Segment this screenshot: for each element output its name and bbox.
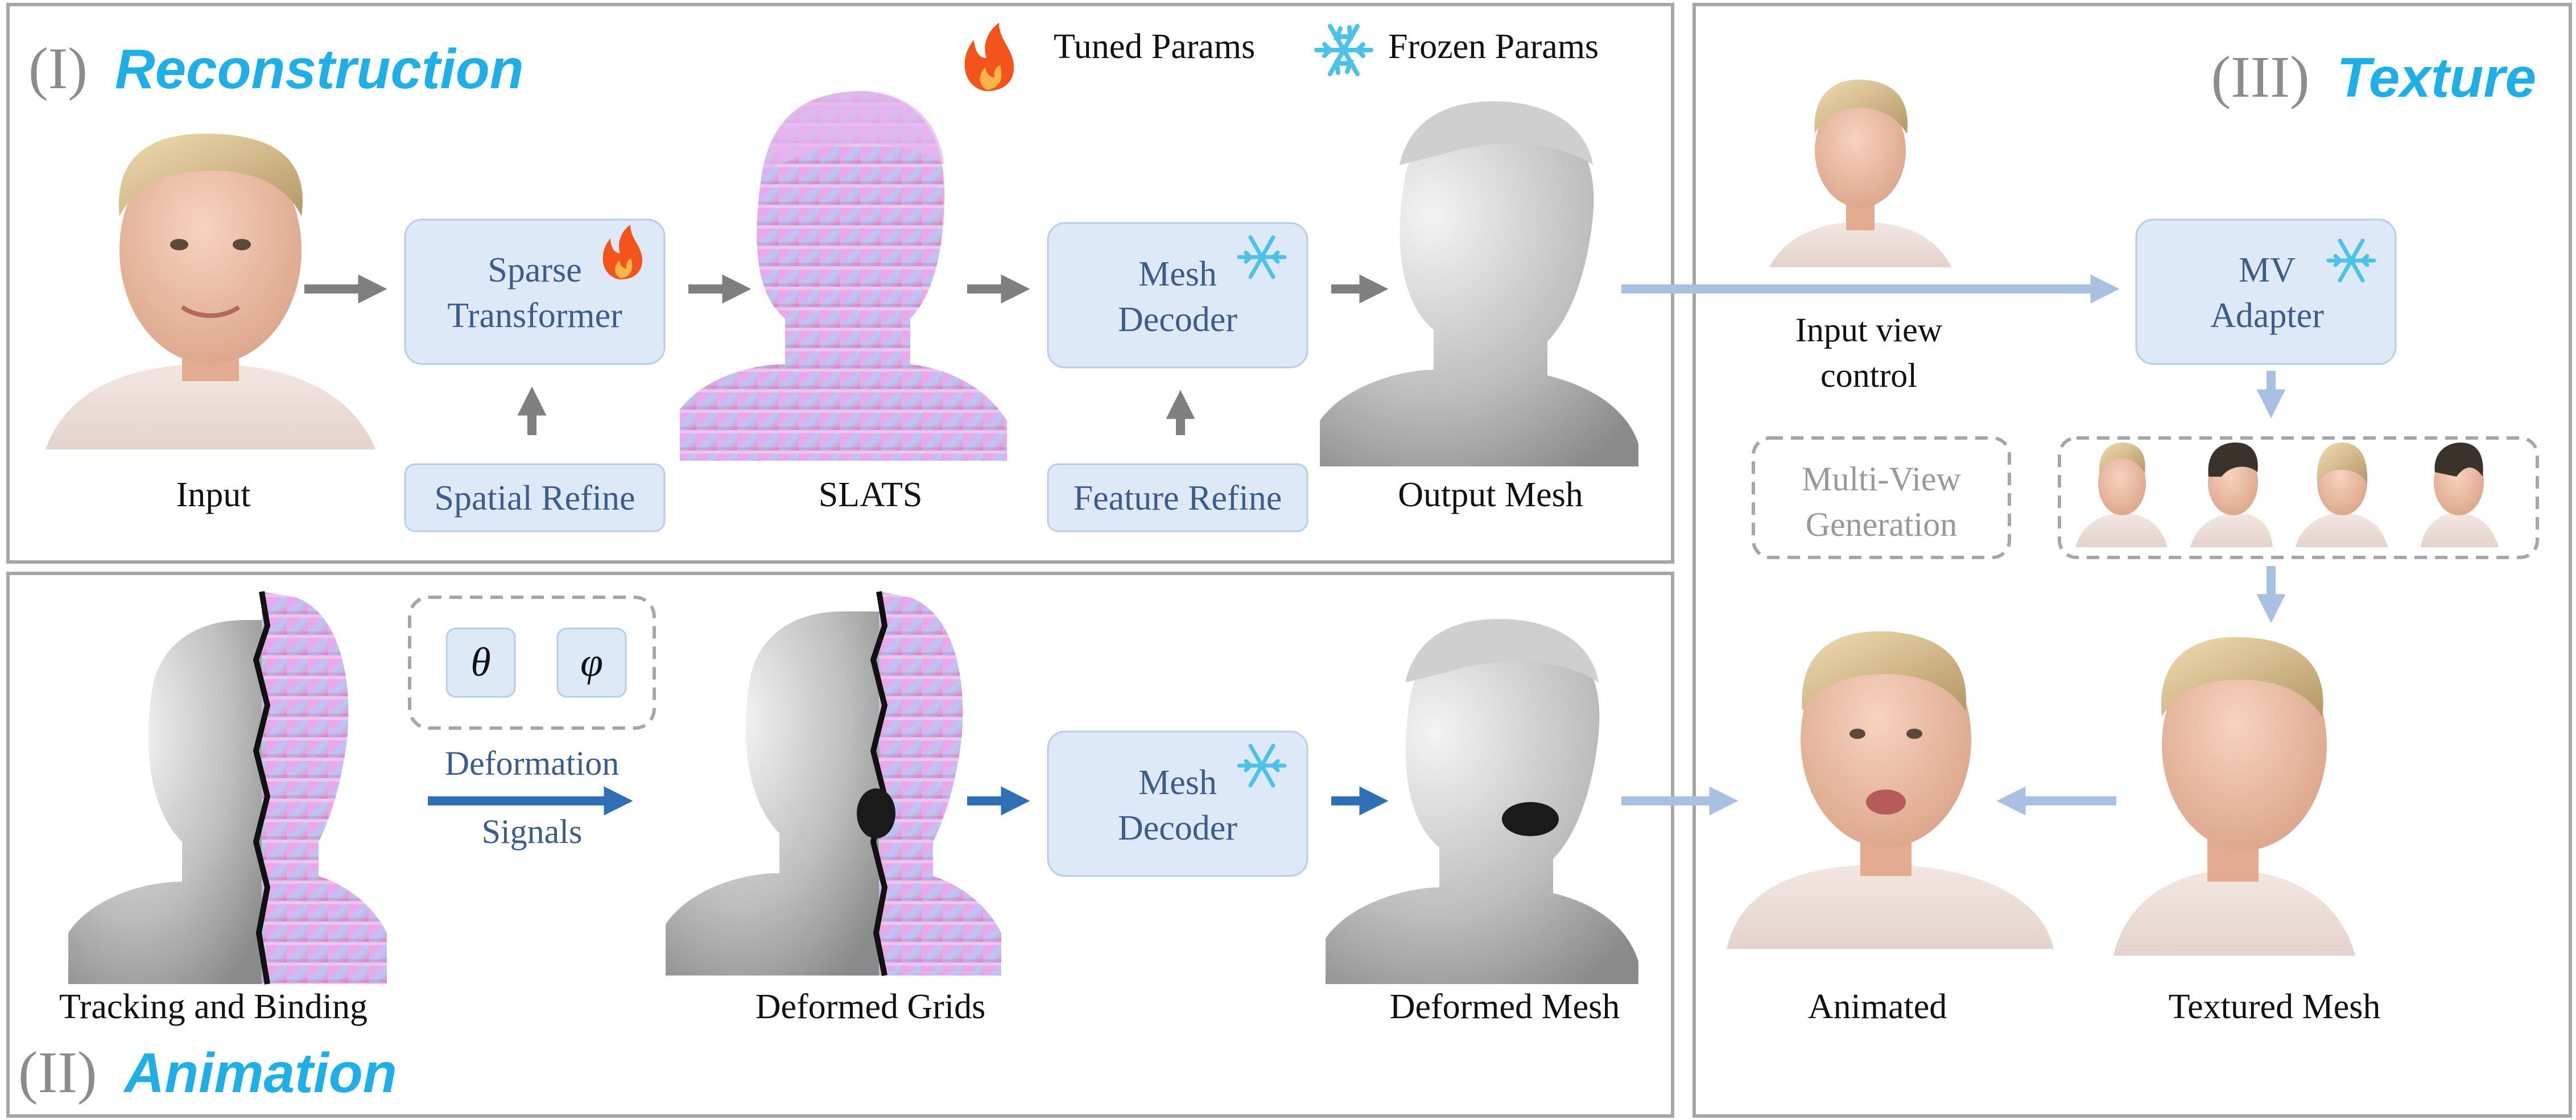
deformed-mesh: [1326, 619, 1638, 984]
spatial-refine-label: Spatial Refine: [435, 479, 635, 518]
mesh-decoder-label-1: Mesh: [1138, 255, 1217, 294]
deformation-params-box: θ φ: [408, 596, 656, 730]
mv-adapter-block: MV Adapter: [2135, 218, 2397, 365]
mesh-decoder-animation-block: Mesh Decoder: [1047, 730, 1308, 877]
flame-icon: [964, 23, 1014, 92]
texture-panel: [1692, 3, 2572, 1118]
input-view-photo: [1769, 80, 1951, 267]
input-view-control-label-2: control: [1820, 357, 1917, 394]
output-mesh-label: Output Mesh: [1398, 476, 1583, 514]
view-side-left: [2190, 443, 2273, 547]
textured-mesh: [2113, 637, 2355, 956]
multi-view-generation-label-2: Generation: [1806, 506, 1958, 543]
texture-name: Texture: [2337, 46, 2536, 109]
tracking-binding-label: Tracking and Binding: [59, 987, 368, 1026]
flame-icon: [602, 225, 643, 280]
phi-chip: [556, 627, 627, 698]
view-side-right: [2421, 443, 2499, 547]
multi-view-generation-label-1: Multi-View: [1802, 460, 1961, 498]
slats-label: SLATS: [819, 476, 923, 514]
reconstruction-title: (I) Reconstruction: [28, 36, 524, 101]
multi-view-images: [2058, 436, 2539, 559]
output-mesh: [1320, 101, 1638, 466]
sparse-transformer-label-1: Sparse: [488, 251, 581, 290]
textured-mesh-label: Textured Mesh: [2169, 987, 2381, 1026]
animation-title: (II) Animation: [18, 1040, 397, 1105]
mesh-decoder-animation-label-2: Decoder: [1118, 809, 1237, 848]
texture-numeral: (III): [2211, 44, 2309, 110]
slats-voxel-bust: [680, 91, 1007, 461]
legend-tuned-label: Tuned Params: [1054, 27, 1255, 66]
multi-view-generation-label-box: Multi-View Generation: [1752, 436, 2011, 559]
animated-head: [1727, 631, 2054, 949]
input-label: Input: [176, 476, 251, 514]
mesh-decoder-block: Mesh Decoder: [1047, 222, 1308, 369]
input-photo: [46, 134, 375, 449]
snowflake-icon: [1237, 743, 1287, 788]
view-front: [2075, 443, 2168, 547]
reconstruction-numeral: (I): [28, 36, 88, 101]
feature-refine-label: Feature Refine: [1074, 479, 1282, 518]
deformation-signals-label-1: Deformation: [445, 745, 620, 782]
mesh-decoder-animation-label-1: Mesh: [1138, 763, 1217, 802]
feature-refine-block: Feature Refine: [1047, 463, 1308, 532]
reconstruction-panel: [6, 3, 1674, 564]
sparse-transformer-label-2: Transformer: [447, 296, 622, 335]
sparse-transformer-block: Sparse Transformer: [404, 218, 666, 365]
phi-symbol: φ: [580, 639, 603, 685]
snowflake-icon: [1314, 24, 1373, 76]
mv-adapter-label-2: Adapter: [2210, 296, 2324, 335]
view-back: [2296, 443, 2388, 547]
reconstruction-name: Reconstruction: [115, 38, 524, 100]
legend-frozen-label: Frozen Params: [1388, 27, 1599, 66]
texture-title: (III) Texture: [2211, 44, 2536, 110]
theta-chip: [445, 627, 516, 698]
spatial-refine-block: Spatial Refine: [404, 463, 666, 532]
snowflake-icon: [1237, 235, 1287, 279]
input-view-control-label-1: Input view: [1795, 311, 1943, 349]
animated-label: Animated: [1808, 987, 1947, 1026]
tracking-binding-head: [68, 591, 387, 985]
animation-panel: [6, 572, 1674, 1118]
legend: Tuned Params Frozen Params: [964, 23, 1599, 92]
mesh-decoder-label-2: Decoder: [1118, 300, 1237, 339]
mv-adapter-label-1: MV: [2239, 251, 2296, 290]
animation-numeral: (II): [18, 1040, 97, 1105]
deformed-grids-head: [666, 591, 1001, 976]
deformation-signals-label-2: Signals: [482, 813, 583, 850]
deformed-mesh-label: Deformed Mesh: [1390, 987, 1620, 1026]
animation-name: Animation: [123, 1042, 397, 1104]
snowflake-icon: [2326, 238, 2376, 283]
deformed-grids-label: Deformed Grids: [756, 987, 986, 1026]
theta-symbol: θ: [470, 639, 490, 685]
